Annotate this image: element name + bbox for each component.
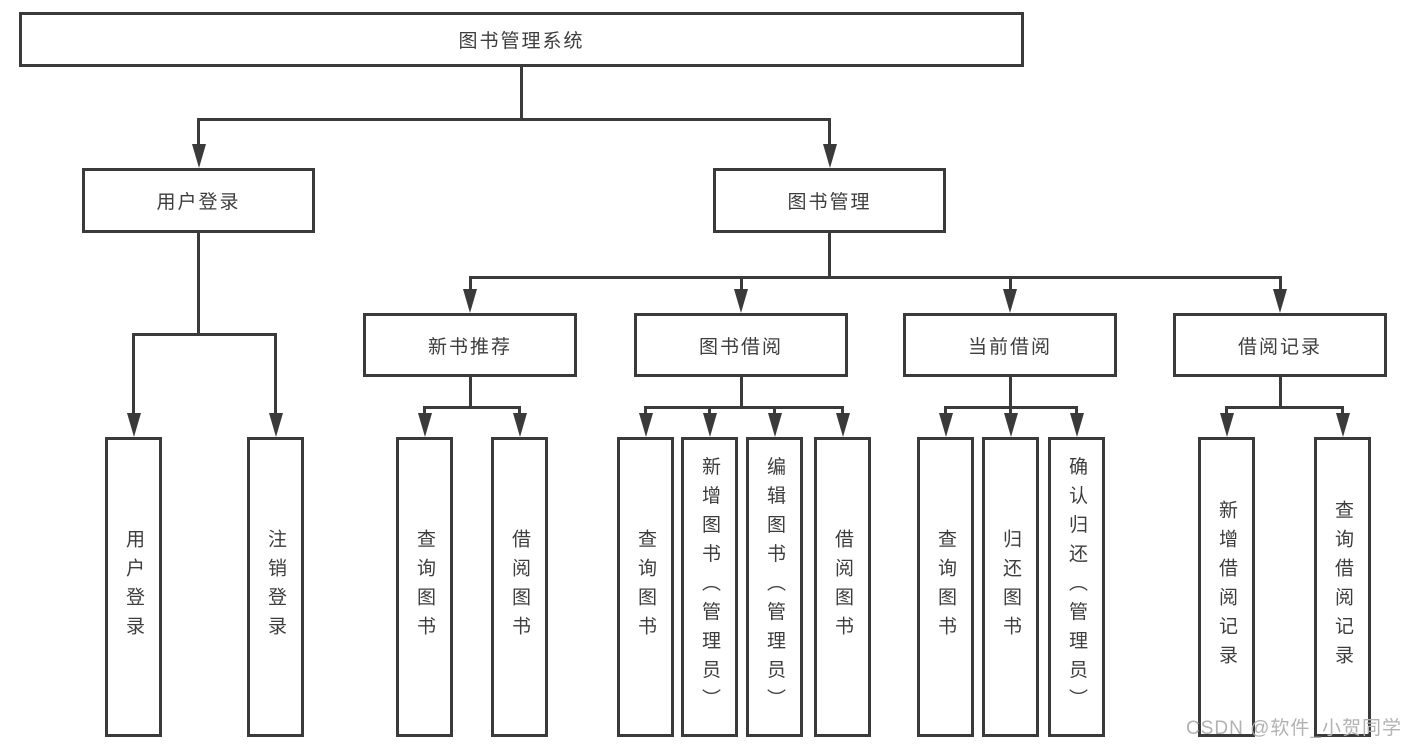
arrowhead-down-icon: [1336, 413, 1350, 437]
node-leaf-query-books-borrow: 查询图书: [617, 437, 674, 737]
arrowhead-down-icon: [1220, 413, 1234, 437]
node-leaf-borrow-books: 借阅图书: [814, 437, 871, 737]
watermark-text: CSDN @软件_小贺同学: [1186, 718, 1402, 739]
leaf-label: 查询图书: [635, 529, 656, 645]
connector-vline: [469, 377, 472, 409]
arrowhead-down-icon: [1273, 289, 1287, 313]
leaf-label: 新增借阅记录: [1216, 500, 1237, 674]
leaf-label: 借阅图书: [832, 529, 853, 645]
connector-vline: [197, 118, 200, 146]
arrowhead-down-icon: [823, 144, 837, 168]
connector-vline: [1009, 276, 1012, 292]
leaf-label: 查询借阅记录: [1332, 500, 1353, 674]
connector-vline: [274, 333, 277, 416]
connector-vline: [1075, 406, 1078, 416]
connector-hline: [132, 333, 277, 336]
leaf-label: 新增图书（管理员）: [699, 456, 720, 718]
node-user-login: 用户登录: [82, 168, 315, 233]
node-leaf-user-login: 用户登录: [105, 437, 162, 737]
leaf-label: 查询图书: [414, 529, 435, 645]
connector-vline: [520, 67, 523, 121]
arrowhead-down-icon: [192, 144, 206, 168]
arrowhead-down-icon: [1004, 413, 1018, 437]
arrowhead-down-icon: [1070, 413, 1084, 437]
connector-vline: [1009, 406, 1012, 416]
node-leaf-return-books: 归还图书: [982, 437, 1039, 737]
connector-hline: [197, 118, 831, 121]
connector-hline: [1225, 406, 1344, 409]
node-leaf-edit-books-admin: 编辑图书（管理员）: [746, 437, 803, 737]
arrowhead-down-icon: [734, 289, 748, 313]
node-leaf-confirm-return-admin: 确认归还（管理员）: [1048, 437, 1105, 737]
leaf-label: 用户登录: [123, 529, 144, 645]
leaf-label: 注销登录: [265, 529, 286, 645]
node-leaf-query-books-recommend: 查询图书: [396, 437, 453, 737]
connector-vline: [423, 406, 426, 416]
connector-vline: [469, 276, 472, 292]
connector-vline: [132, 333, 135, 416]
connector-vline: [828, 118, 831, 146]
arrowhead-down-icon: [269, 413, 283, 437]
leaf-label: 确认归还（管理员）: [1066, 456, 1087, 718]
connector-vline: [841, 406, 844, 416]
connector-vline: [773, 406, 776, 416]
connector-vline: [740, 276, 743, 292]
arrowhead-down-icon: [703, 413, 717, 437]
arrowhead-down-icon: [1003, 289, 1017, 313]
connector-vline: [944, 406, 947, 416]
arrowhead-down-icon: [418, 413, 432, 437]
node-current-borrow: 当前借阅: [903, 313, 1117, 377]
connector-vline: [740, 377, 743, 409]
node-leaf-add-books-admin: 新增图书（管理员）: [681, 437, 738, 737]
arrowhead-down-icon: [836, 413, 850, 437]
connector-hline: [644, 406, 844, 409]
arrowhead-down-icon: [639, 413, 653, 437]
leaf-label: 借阅图书: [509, 529, 530, 645]
arrowhead-down-icon: [768, 413, 782, 437]
node-leaf-add-borrow-record: 新增借阅记录: [1198, 437, 1255, 737]
leaf-label: 归还图书: [1000, 529, 1021, 645]
node-leaf-borrow-books-recommend: 借阅图书: [491, 437, 548, 737]
node-leaf-query-books-current: 查询图书: [917, 437, 974, 737]
connector-vline: [197, 233, 200, 336]
connector-vline: [828, 233, 831, 279]
connector-hline: [423, 406, 521, 409]
connector-hline: [469, 276, 1282, 279]
node-leaf-logout-login: 注销登录: [247, 437, 304, 737]
arrowhead-down-icon: [939, 413, 953, 437]
arrowhead-down-icon: [513, 413, 527, 437]
arrowhead-down-icon: [127, 413, 141, 437]
node-leaf-query-borrow-record: 查询借阅记录: [1314, 437, 1371, 737]
leaf-label: 编辑图书（管理员）: [764, 456, 785, 718]
connector-vline: [644, 406, 647, 416]
arrowhead-down-icon: [463, 289, 477, 313]
connector-vline: [1279, 377, 1282, 409]
connector-vline: [708, 406, 711, 416]
node-book-borrow: 图书借阅: [634, 313, 848, 377]
node-borrow-records: 借阅记录: [1173, 313, 1387, 377]
node-root-library-system: 图书管理系统: [19, 12, 1024, 67]
connector-vline: [1009, 377, 1012, 409]
connector-vline: [1225, 406, 1228, 416]
connector-vline: [1279, 276, 1282, 292]
connector-vline: [1341, 406, 1344, 416]
node-book-management: 图书管理: [713, 168, 946, 233]
connector-vline: [518, 406, 521, 416]
leaf-label: 查询图书: [935, 529, 956, 645]
node-new-book-recommend: 新书推荐: [363, 313, 577, 377]
